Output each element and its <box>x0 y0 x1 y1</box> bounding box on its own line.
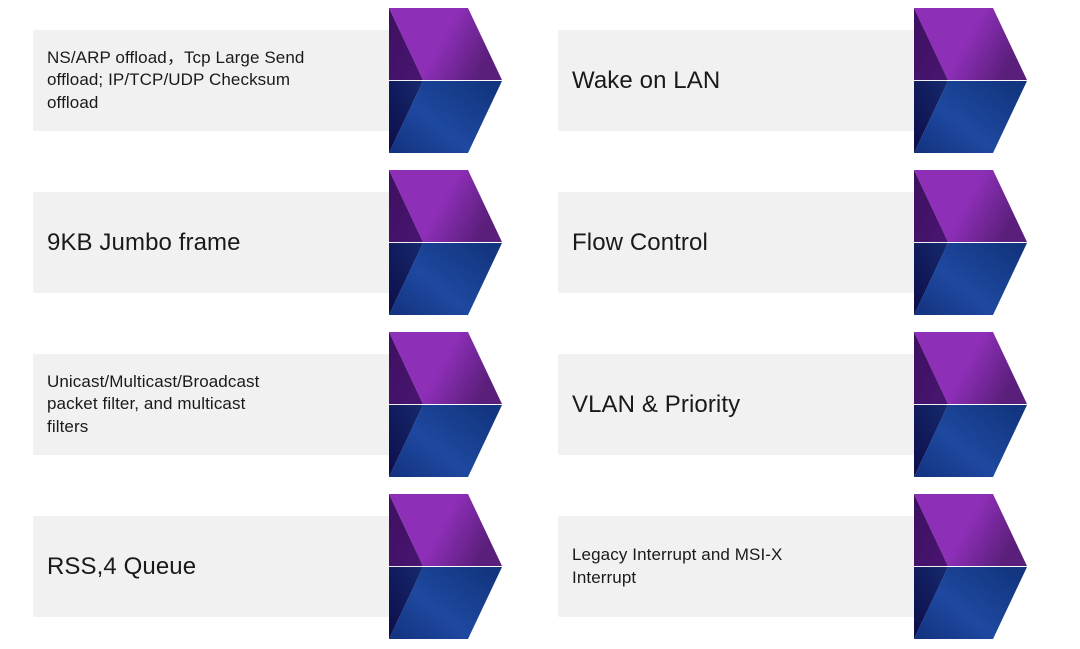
callout-box-wake-on-lan[interactable]: Wake on LAN <box>558 30 946 131</box>
callout-box-jumbo-frame[interactable]: 9KB Jumbo frame <box>33 192 421 293</box>
callout-label-jumbo-frame: 9KB Jumbo frame <box>47 228 241 256</box>
callout-box-vlan-priority[interactable]: VLAN & Priority <box>558 354 946 455</box>
callout-label-ns-arp-offload: NS/ARP offload，Tcp Large Send offload; I… <box>47 48 305 112</box>
callout-label-packet-filters: Unicast/Multicast/Broadcast packet filte… <box>47 372 260 436</box>
callout-label-flow-control: Flow Control <box>572 228 708 256</box>
callout-box-rss-4-queue[interactable]: RSS,4 Queue <box>33 516 421 617</box>
callout-box-ns-arp-offload[interactable]: NS/ARP offload，Tcp Large Send offload; I… <box>33 30 421 131</box>
callout-label-wake-on-lan: Wake on LAN <box>572 66 721 94</box>
callout-box-flow-control[interactable]: Flow Control <box>558 192 946 293</box>
callout-label-rss-4-queue: RSS,4 Queue <box>47 552 197 580</box>
callout-label-interrupts: Legacy Interrupt and MSI-X Interrupt <box>572 545 783 587</box>
callout-label-vlan-priority: VLAN & Priority <box>572 390 741 418</box>
callout-box-interrupts[interactable]: Legacy Interrupt and MSI-X Interrupt <box>558 516 946 617</box>
callout-box-packet-filters[interactable]: Unicast/Multicast/Broadcast packet filte… <box>33 354 421 455</box>
